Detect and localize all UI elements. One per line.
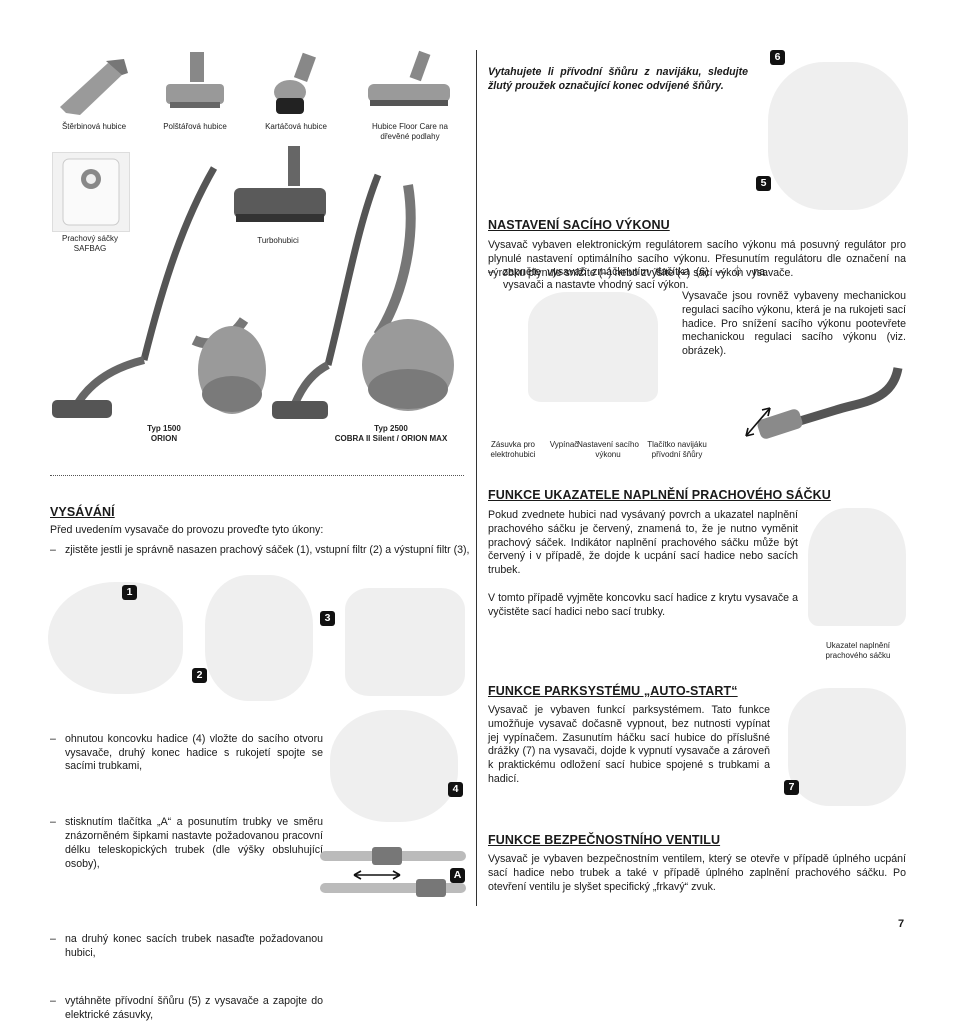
image-caption: Ukazatel naplnění prachového sáčku (825, 641, 891, 660)
telescopic-tube-illustration (320, 847, 466, 897)
italic-note: Vytahujete li přívodní šňůru z navijáku,… (488, 66, 748, 92)
vacuum-type-1500-illustration (52, 166, 266, 418)
paragraph: V tomto případě vyjměte koncovku sací ha… (488, 592, 798, 618)
badge: 3 (320, 611, 335, 626)
section-heading-ventil: FUNKCE BEZPEČNOSTNÍHO VENTILU (488, 833, 721, 847)
photo-dust-bag (48, 582, 183, 694)
badge: 6 (770, 50, 785, 65)
paragraph: Vysavač je vybaven bezpečnostním ventile… (488, 853, 906, 893)
accessory-label: Polštářová hubice (163, 122, 227, 131)
hose-handle-illustration (745, 366, 903, 439)
vacuum-type-2500-illustration (272, 173, 454, 419)
section-heading-parksystem: FUNKCE PARKSYSTÉMU „AUTO-START“ (488, 684, 738, 698)
floor-care-nozzle-illustration (368, 50, 450, 106)
badge: 7 (784, 780, 799, 795)
list-item: vytáhněte přívodní šňůru (5) z vysavače … (50, 995, 323, 1023)
list-item: zjistěte jestli je správně nasazen prach… (50, 544, 479, 558)
photo-output-filter (345, 588, 465, 696)
section-heading-ukazatel: FUNKCE UKAZATELE NAPLNĚNÍ PRACHOVÉHO SÁČ… (488, 488, 831, 502)
accessory-label: Turbohubici (257, 236, 299, 245)
accessory-label: Prachový sáčky SAFBAG (61, 234, 119, 253)
model-sub: COBRA II Silent / ORION MAX (334, 434, 448, 443)
list-item: na druhý konec sacích trubek nasaďte pož… (50, 933, 323, 961)
list-item: ohnutou koncovku hadice (4) vložte do sa… (50, 733, 323, 774)
paragraph: Vysavače jsou rovněž vybaveny mechanicko… (682, 290, 906, 358)
paragraph: Před uvedením vysavače do provozu proveď… (50, 524, 324, 536)
list-item: zapněte vysavač zmáčknutím tlačítka (6) … (488, 266, 765, 294)
dust-bag-icon (62, 158, 120, 226)
control-label: Zásuvka pro elektrohubici (490, 440, 536, 459)
badge: 4 (448, 782, 463, 797)
section-heading-nastaveni: NASTAVENÍ SACÍHO VÝKONU (488, 218, 670, 232)
dust-bag-photo (52, 152, 130, 232)
model-name: Typ 1500 (147, 424, 181, 433)
badge: 1 (122, 585, 137, 600)
accessory-label: Štěrbinová hubice (61, 122, 127, 131)
column-divider (476, 50, 477, 906)
badge: 2 (192, 668, 207, 683)
photo-input-filter (205, 575, 313, 701)
photo-bag-indicator (808, 508, 906, 626)
crevice-nozzle-illustration (60, 59, 128, 115)
photo-hose-insert (330, 710, 458, 822)
brush-nozzle-illustration (274, 52, 316, 114)
upholstery-nozzle-illustration (166, 52, 224, 108)
photo-control-panel (528, 292, 658, 402)
section-heading-vysavani: VYSÁVÁNÍ (50, 505, 115, 519)
turbo-brush-illustration (234, 146, 326, 222)
photo-park-system (788, 688, 906, 806)
photo-vacuum-cord-switch (768, 62, 908, 210)
badge: 5 (756, 176, 771, 191)
control-label: Vypínač (549, 440, 579, 449)
accessory-label: Kartáčová hubice (265, 122, 327, 131)
paragraph: Pokud zvednete hubici nad vysávaný povrc… (488, 509, 798, 577)
control-label: Tlačítko navijáku přívodní šňůry (647, 440, 707, 459)
badge: A (450, 868, 465, 883)
control-label: Nastavení sacího výkonu (577, 440, 639, 459)
accessory-label: Hubice Floor Care na dřevěné podlahy (371, 122, 449, 141)
page-number: 7 (898, 918, 905, 930)
list-item: stisknutím tlačítka „A“ a posunutím trub… (50, 816, 323, 871)
model-name: Typ 2500 (374, 424, 408, 433)
paragraph: Vysavač vybaven elektronickým regulátore… (488, 239, 906, 279)
dotted-divider (50, 475, 464, 476)
model-sub: ORION (150, 434, 178, 443)
paragraph: Vysavač je vybaven funkcí parksystémem. … (488, 704, 770, 785)
